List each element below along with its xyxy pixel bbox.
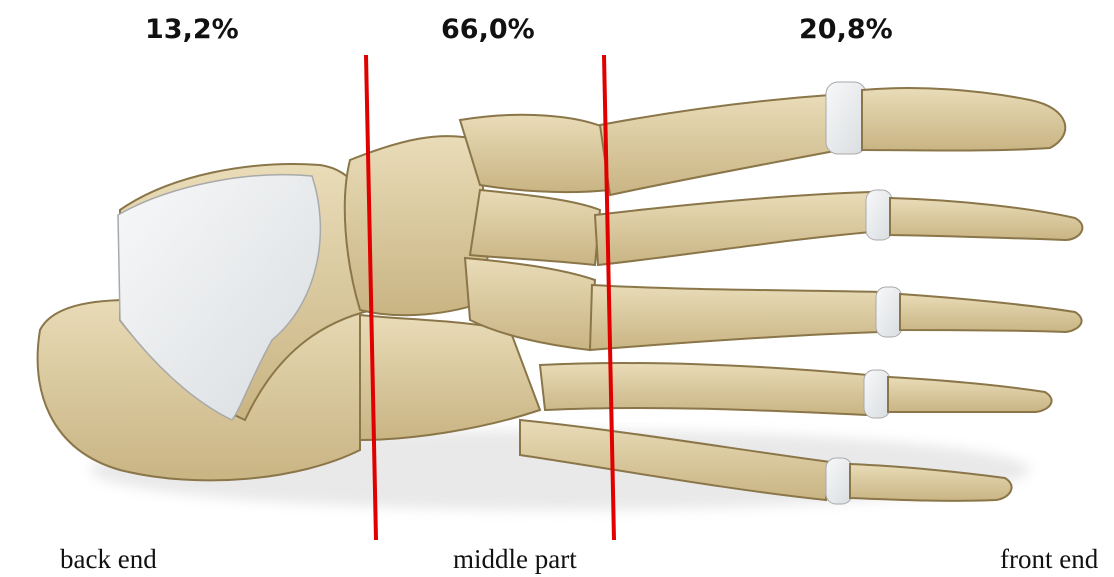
toe-3-phalanges [900,294,1082,332]
metatarsal-2-bone [595,192,872,265]
joint-cartilage-3 [876,287,902,337]
toe-2-phalanges [890,198,1082,240]
joint-cartilage-2 [866,190,892,240]
joint-cartilage-4 [864,370,890,418]
intermediate-cuneiform-bone [470,190,600,265]
medial-cuneiform-bone [460,115,610,192]
metatarsal-1-bone [600,95,840,195]
back-end-label: back end [60,544,157,575]
toe-4-phalanges [888,377,1052,412]
joint-cartilage-5 [826,458,852,504]
metatarsal-4-bone [540,363,868,415]
metatarsal-3-bone [590,285,880,350]
front-end-label: front end [1000,544,1098,575]
big-toe-phalanges [862,88,1065,150]
joint-cartilage-1 [826,82,866,154]
middle-part-label: middle part [453,544,577,575]
